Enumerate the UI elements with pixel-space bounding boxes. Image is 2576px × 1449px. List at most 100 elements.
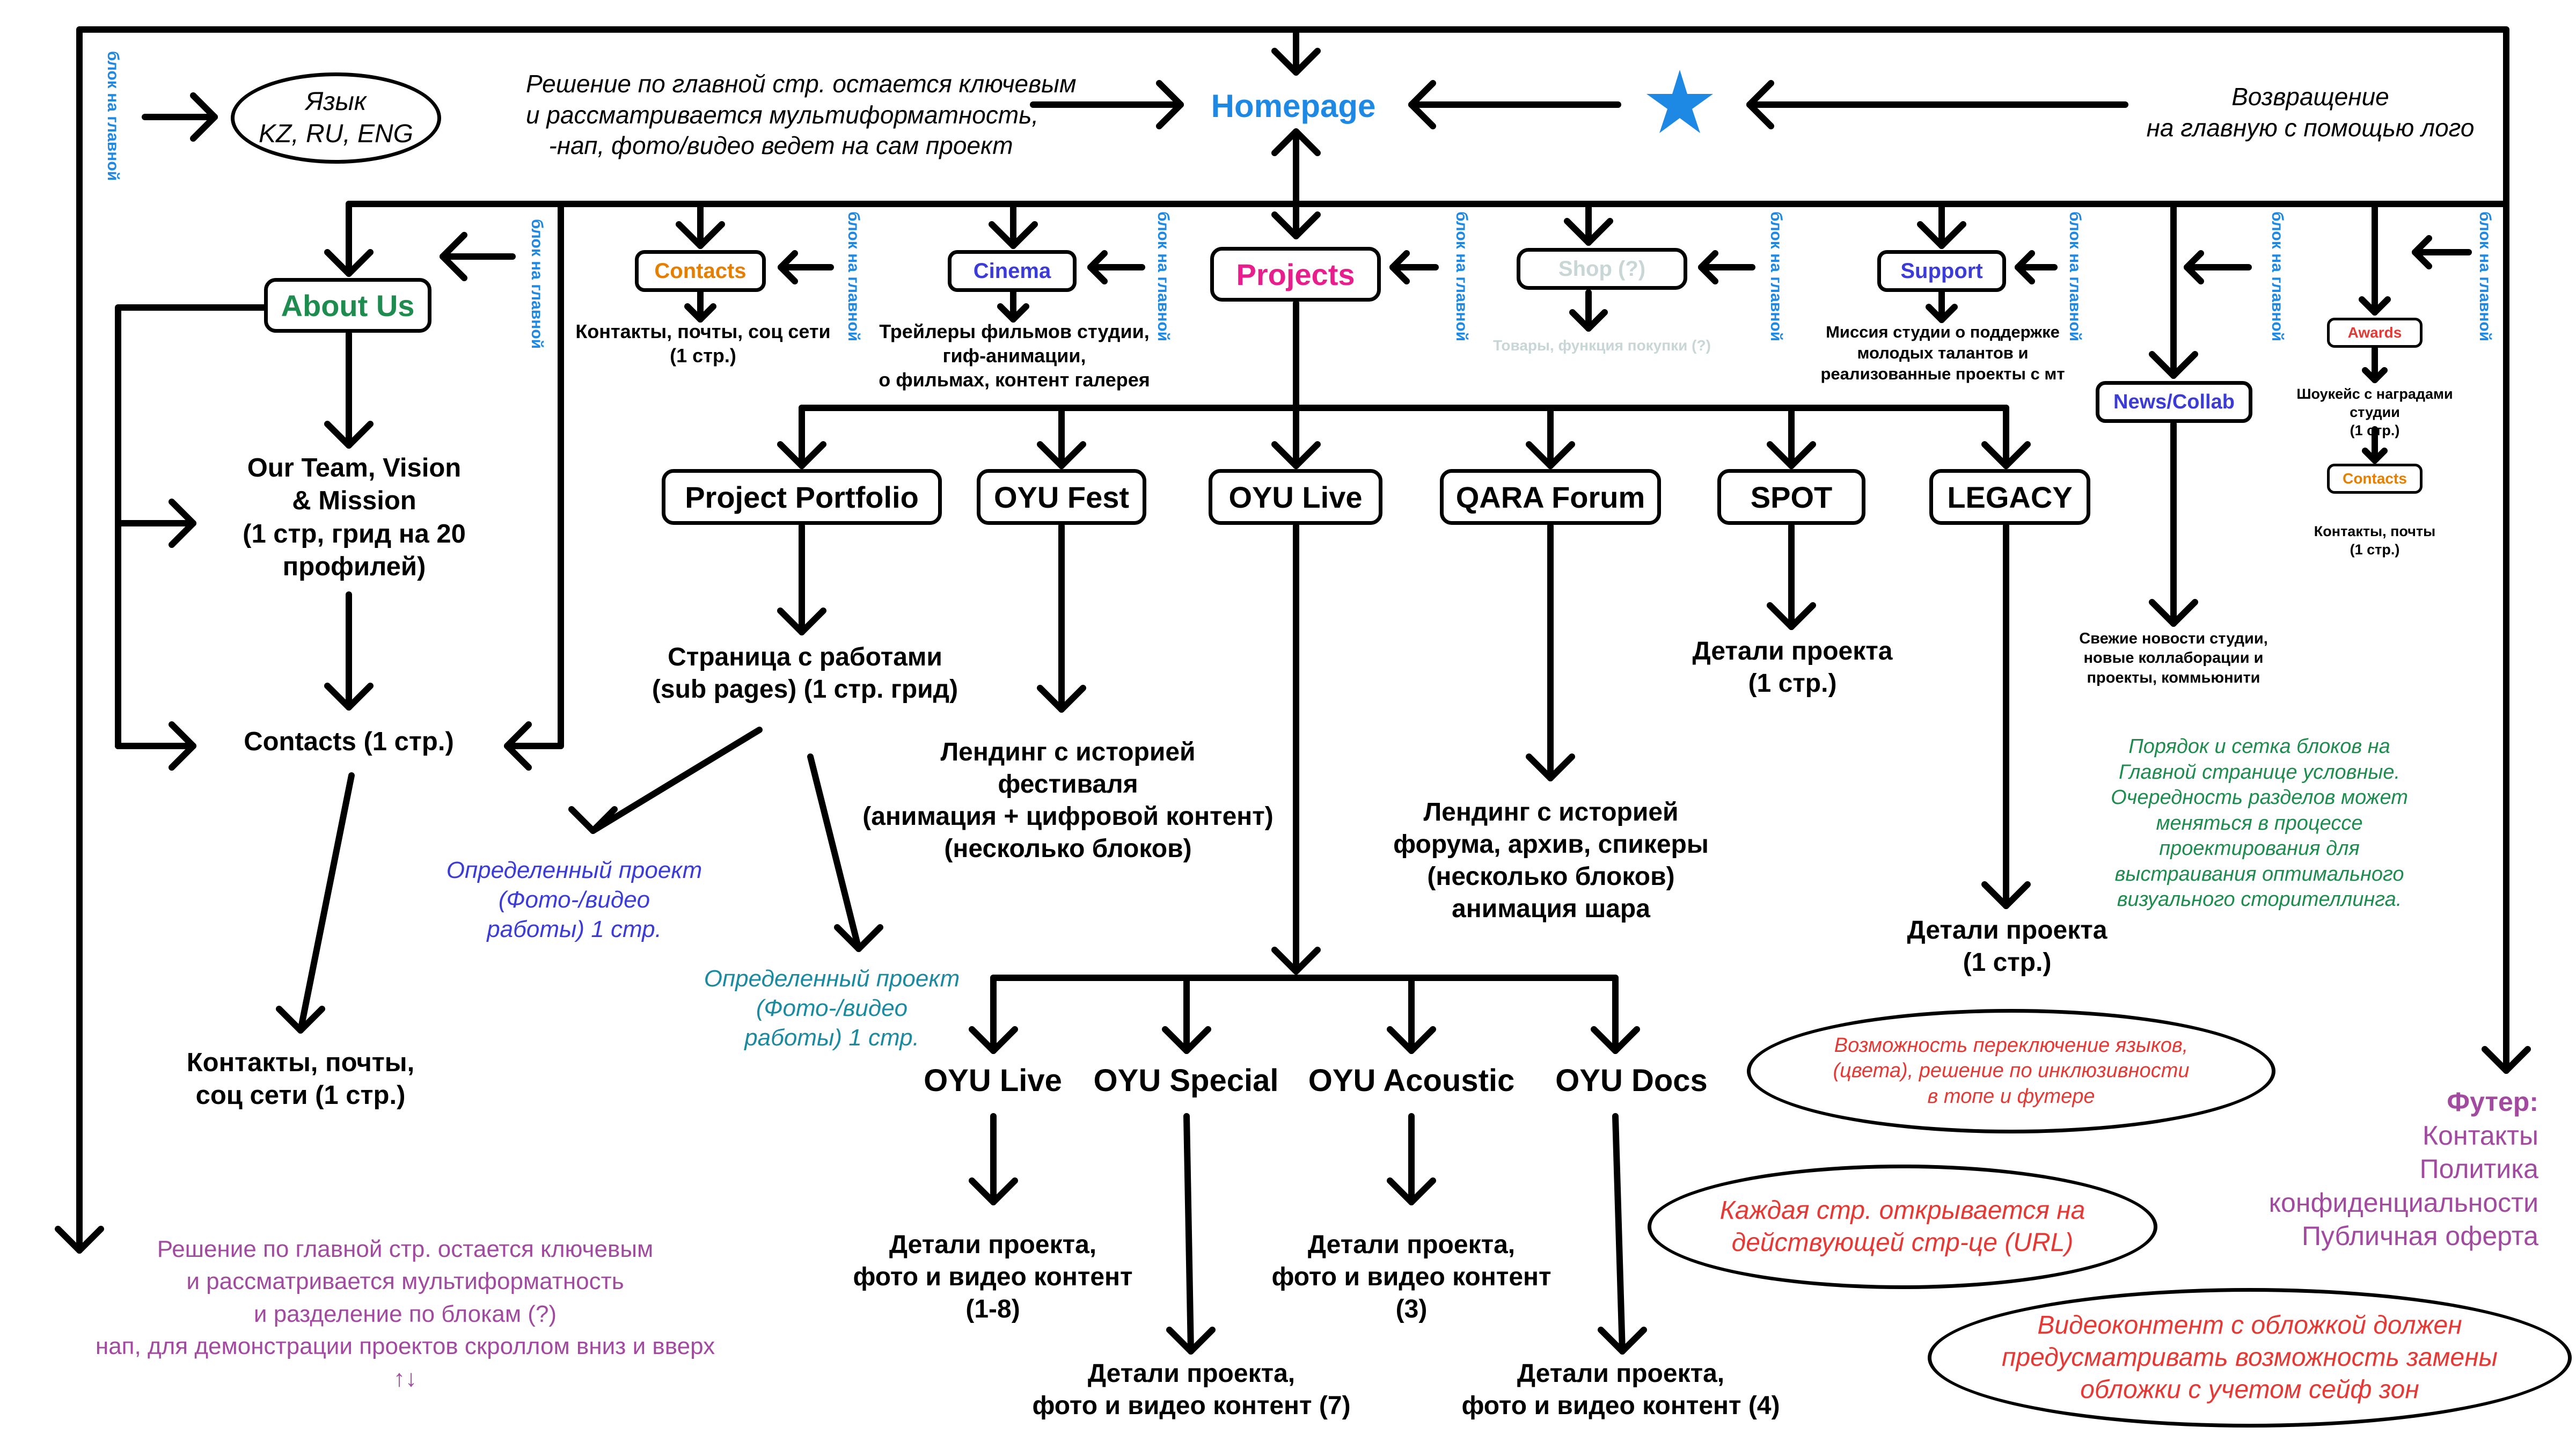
arrowhead — [1166, 1327, 1216, 1355]
arrowhead — [190, 92, 218, 142]
arrowhead — [1569, 309, 1608, 332]
arrowhead — [1981, 441, 2031, 469]
arrowhead — [2149, 351, 2198, 379]
connector-line — [807, 753, 862, 952]
connector-line — [115, 304, 267, 749]
arrowhead — [1408, 80, 1436, 129]
block-main-label-shop: блок на главной — [1767, 211, 1785, 342]
portfolio-desc: Страница с работами(sub pages) (1 стр. г… — [652, 643, 958, 704]
awards-box[interactable]: Awards — [2327, 318, 2423, 348]
legacy-box[interactable]: LEGACY — [1929, 469, 2090, 525]
spot-desc: Детали проекта(1 стр.) — [1692, 637, 1893, 698]
arrowhead — [2362, 448, 2388, 464]
arrowhead — [2412, 235, 2432, 269]
docs-desc: Детали проекта,фото и видео контент (4) — [1461, 1359, 1780, 1420]
about-contacts-page: Contacts (1 стр.) — [244, 727, 454, 756]
arrowhead — [324, 249, 374, 277]
arrowhead — [504, 721, 532, 771]
oyu-live-box[interactable]: OYU Live — [1209, 469, 1382, 525]
footer-item: Контакты — [2423, 1120, 2538, 1151]
live-item-oyu-acoustic[interactable]: OYU Acoustic — [1308, 1063, 1515, 1098]
connector-line — [590, 727, 763, 834]
connector-line — [1612, 1113, 1626, 1355]
arrowhead — [1387, 1177, 1436, 1205]
arrowhead — [1271, 128, 1321, 156]
arrowhead — [440, 232, 467, 281]
arrowhead — [276, 1006, 325, 1034]
footer-item: Публичная оферта — [2301, 1221, 2538, 1251]
arrowhead — [1767, 602, 1816, 630]
arrowhead — [1698, 250, 1718, 284]
arrowhead — [2362, 367, 2388, 383]
oyu-fest-box[interactable]: OYU Fest — [977, 469, 1146, 525]
arrowhead — [1926, 304, 1958, 323]
arrowhead — [1387, 1026, 1436, 1054]
connector-line — [504, 201, 564, 749]
live-desc: Детали проекта,фото и видео контент(1-8) — [853, 1231, 1133, 1323]
support-nav-box[interactable]: Support — [1877, 250, 2006, 292]
language-options: KZ, RU, ENG — [258, 120, 414, 148]
live-item-oyu-special[interactable]: OYU Special — [1093, 1063, 1279, 1098]
arrowhead — [1981, 881, 2031, 909]
cinema-nav-box[interactable]: Cinema — [948, 250, 1077, 292]
contacts-nav-box[interactable]: Contacts — [635, 250, 766, 292]
block-main-label-projects: блок на главной — [1453, 211, 1470, 342]
arrowhead — [777, 441, 826, 469]
arrowhead — [778, 250, 798, 284]
block-main-label-contacts: блок на главной — [845, 211, 862, 342]
block-main-label-top-left: блок на главной — [104, 51, 122, 181]
footer-title: Футер: — [2447, 1087, 2538, 1117]
arrowhead — [324, 683, 374, 711]
arrowhead — [169, 499, 196, 548]
live-item-oyu-docs[interactable]: OYU Docs — [1555, 1063, 1708, 1098]
star-icon[interactable] — [1646, 70, 1713, 133]
footer-item: Политика — [2419, 1154, 2538, 1184]
arrowhead — [684, 303, 716, 323]
arrowhead — [169, 721, 196, 771]
project-portfolio-box[interactable]: Project Portfolio — [662, 469, 942, 525]
qara-forum-box[interactable]: QARA Forum — [1440, 469, 1661, 525]
arrowhead — [1746, 80, 1774, 129]
spot-box[interactable]: SPOT — [1717, 469, 1865, 525]
arrowhead — [1162, 1026, 1211, 1054]
acoustic-desc: Детали проекта,фото и видео контент(3) — [1271, 1231, 1552, 1323]
connector-line — [1183, 1113, 1194, 1355]
block-main-label-news: блок на главной — [2268, 211, 2286, 342]
arrowhead — [324, 421, 374, 449]
arrowhead — [997, 303, 1029, 323]
news-desc: Свежие новости студии,новые коллаборации… — [2079, 630, 2268, 686]
arrowhead — [777, 608, 826, 635]
arrowhead — [1917, 221, 1966, 249]
live-item-oyu-live[interactable]: OYU Live — [924, 1063, 1062, 1098]
block-main-label-support: блок на главной — [2066, 211, 2084, 342]
arrowhead — [1526, 441, 1575, 469]
projects-nav-box[interactable]: Projects — [1210, 247, 1381, 302]
homepage-label[interactable]: Homepage — [1211, 88, 1376, 124]
shop-nav-box[interactable]: Shop (?) — [1517, 248, 1687, 290]
arrowhead — [1564, 218, 1613, 246]
arrowhead — [1271, 947, 1321, 975]
arrowhead — [1271, 48, 1321, 76]
arrowhead — [989, 221, 1038, 249]
news-collab-box[interactable]: News/Collab — [2096, 381, 2252, 423]
arrowhead — [1767, 441, 1816, 469]
arrowhead — [1087, 250, 1108, 284]
awards-contacts-desc: Контакты, почты(1 стр.) — [2314, 523, 2436, 558]
arrowhead — [1389, 250, 1410, 284]
team-vision-node: Our Team, Vision& Mission(1 стр, грид на… — [243, 453, 466, 581]
block-main-label-awards: блок на главной — [2476, 211, 2494, 342]
awards-contacts-box[interactable]: Contacts — [2327, 464, 2423, 494]
arrowhead — [969, 1177, 1018, 1205]
arrowhead — [1271, 211, 1321, 239]
about-us-box[interactable]: About Us — [264, 278, 431, 333]
arrowhead — [1271, 441, 1321, 469]
arrowhead — [2482, 1046, 2531, 1074]
connector-line — [297, 772, 355, 1034]
